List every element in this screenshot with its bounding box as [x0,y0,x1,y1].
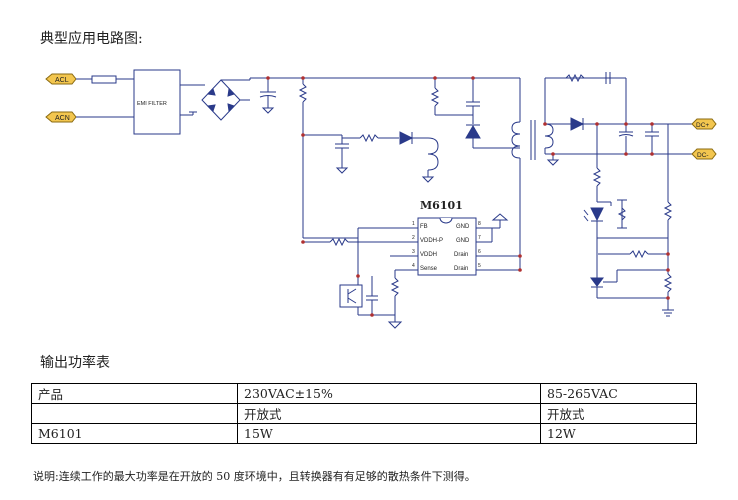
circuit-heading: 典型应用电路图: [40,31,143,47]
terminal-dc-plus-label: DC+ [696,122,709,129]
pin6-label: Drain [454,252,468,258]
terminal-acn: ACN [45,111,77,123]
pin5-number: 5 [478,263,481,269]
pin8-label: GND [456,224,470,230]
tl431-regulator [590,277,604,287]
cell-model: M6101 [31,423,238,444]
pin8-number: 8 [478,221,481,227]
pin6-number: 6 [478,249,481,255]
pin1-label: FB [420,224,428,230]
pin3-number: 3 [412,249,415,255]
output-diode [570,117,585,131]
terminal-dc-minus: DC- [691,148,717,160]
terminal-dc-plus: DC+ [691,118,717,130]
cell-power-230: 15W [237,423,541,444]
terminal-acn-label: ACN [55,115,70,122]
chip-name: M6101 [420,199,463,212]
pin2-number: 2 [412,235,415,241]
fuse-symbol [91,75,117,84]
table-heading: 输出功率表 [40,355,110,371]
optocoupler-led [590,207,604,222]
cell-power-85: 12W [540,423,697,444]
pin5-label: Drain [454,266,468,272]
emi-filter-label: EMI FILTER [137,101,167,107]
table-header-row: 产品 230VAC±15% 85-265VAC [31,383,697,404]
pin7-label: GND [456,238,470,244]
footnote: 说明:连续工作的最大功率是在开放的 50 度环境中，且转换器有有足够的散热条件下… [33,470,476,483]
optocoupler-transistor [339,284,363,308]
output-power-table: 产品 230VAC±15% 85-265VAC 开放式 开放式 M6101 15… [31,383,697,444]
application-circuit-schematic: ACL ACN EMI FILTER [45,69,717,329]
pin2-label: VDDH-P [420,238,443,244]
pin4-number: 4 [412,263,415,269]
table-subheader-row: 开放式 开放式 [31,403,697,424]
aux-diode [399,131,414,145]
pin7-number: 7 [478,235,481,241]
terminal-dc-minus-label: DC- [697,152,709,159]
terminal-acl-label: ACL [55,77,69,84]
pin4-label: Sense [420,266,438,272]
bridge-rectifier [201,79,241,121]
snubber-diode [465,125,481,139]
subheader-empty [31,403,238,424]
header-230vac: 230VAC±15% [237,383,541,404]
pin3-label: VDDH [420,252,437,258]
subheader-open-frame-85: 开放式 [540,403,697,424]
terminal-acl: ACL [45,73,77,85]
table-row: M6101 15W 12W [31,423,697,444]
junction-dots [266,76,670,317]
header-85-265vac: 85-265VAC [540,383,697,404]
emi-filter-block [133,69,181,135]
pin1-number: 1 [412,221,415,227]
transformer-primary [511,121,521,159]
transformer-secondary [544,123,554,149]
header-product: 产品 [31,383,238,404]
chip-body [417,217,477,276]
subheader-open-frame-230: 开放式 [237,403,541,424]
